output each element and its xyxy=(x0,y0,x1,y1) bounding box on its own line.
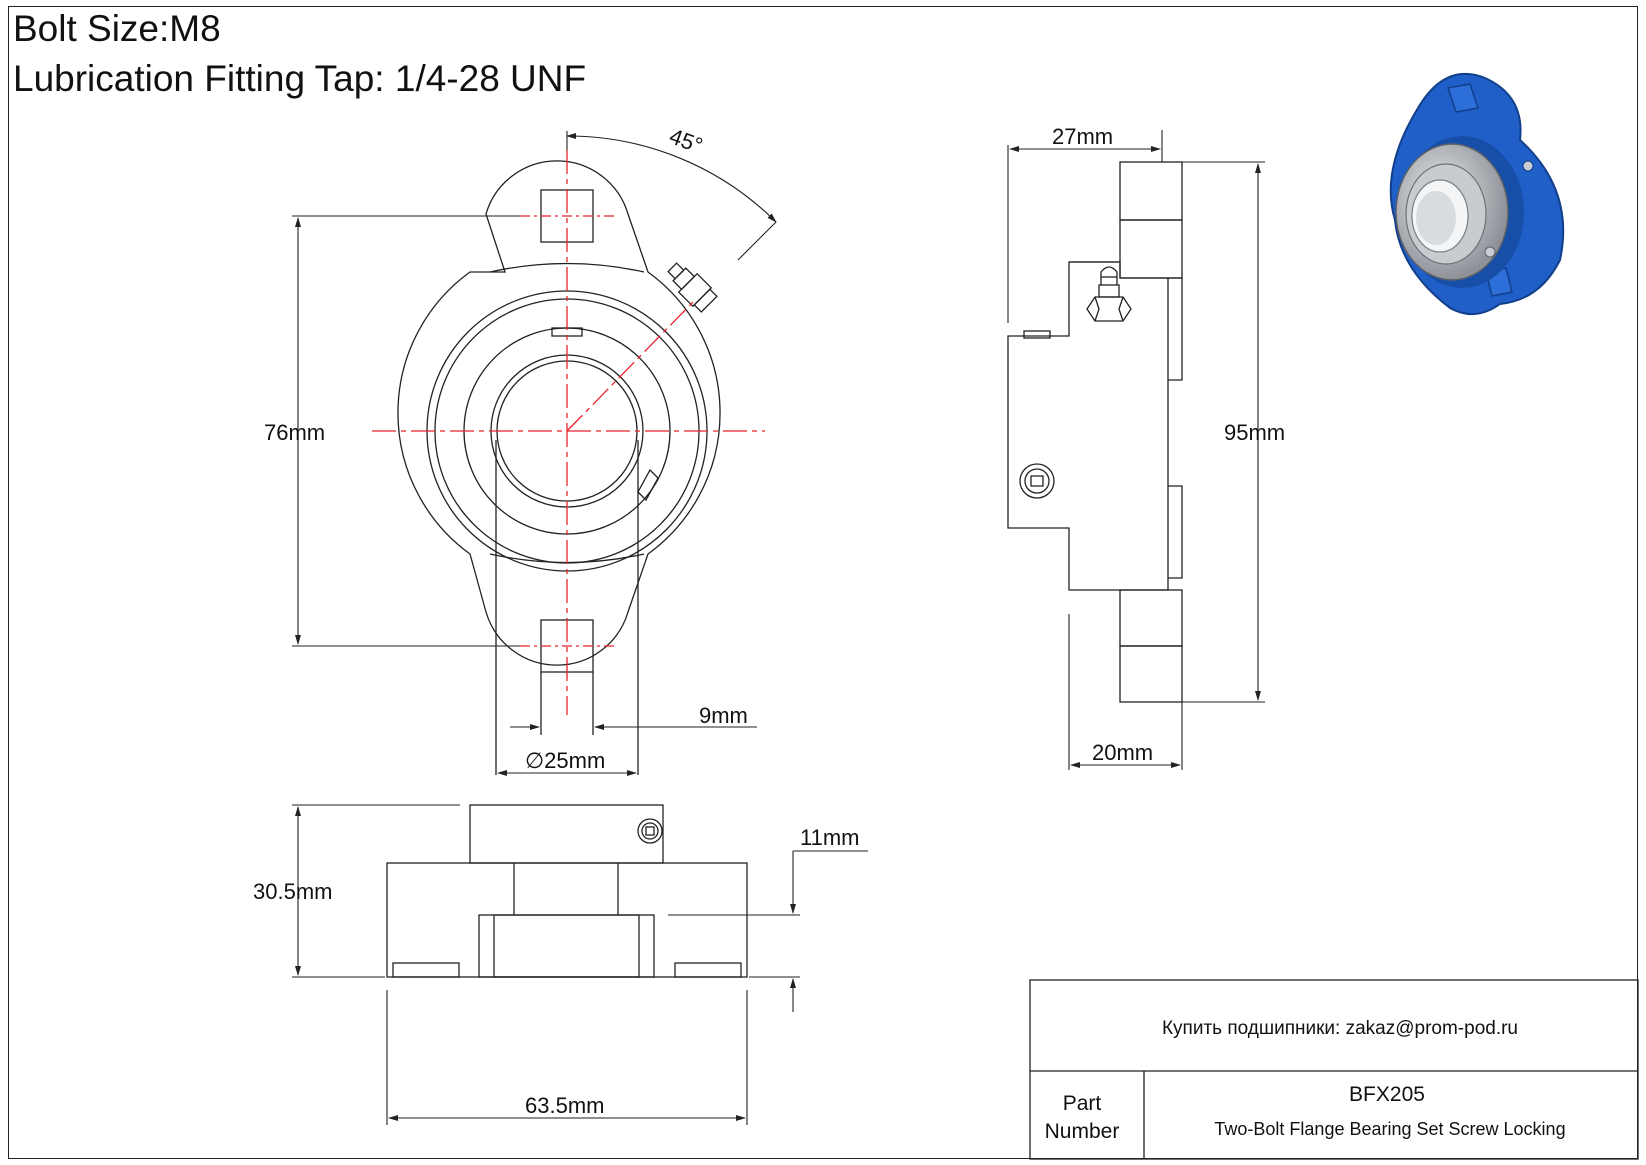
title-part-label-2: Number xyxy=(1045,1120,1120,1143)
dim-63-5mm: 63.5mm xyxy=(525,1093,604,1118)
title-part-number: BFX205 xyxy=(1349,1083,1425,1106)
side-view xyxy=(1007,161,1183,703)
dim-20mm: 20mm xyxy=(1092,740,1153,765)
dim-76mm: 76mm xyxy=(264,420,325,445)
upper-lug-arc xyxy=(489,262,645,273)
title-contact: Купить подшипники: zakaz@prom-pod.ru xyxy=(1162,1018,1518,1039)
bottom-housing xyxy=(386,862,748,978)
bearing-3d-render xyxy=(1389,72,1565,315)
front-housing-outline xyxy=(397,160,721,666)
side-set-screw-head xyxy=(1019,463,1055,499)
lubrication-heading: Lubrication Fitting Tap: 1/4-28 UNF xyxy=(13,58,587,99)
dim-30-5mm: 30.5mm xyxy=(253,879,332,904)
title-description: Two-Bolt Flange Bearing Set Screw Lockin… xyxy=(1214,1119,1565,1139)
side-body-profile xyxy=(1007,261,1183,591)
dim-45deg: 45° xyxy=(666,123,706,158)
front-grease-fitting xyxy=(667,262,718,313)
bottom-collar xyxy=(469,804,664,864)
side-grease-fitting xyxy=(1086,266,1132,322)
side-dimensions xyxy=(1007,130,1265,770)
front-centerlines xyxy=(372,150,765,715)
front-view xyxy=(397,160,721,775)
front-dimensions xyxy=(292,131,777,776)
dim-11mm: 11mm xyxy=(800,825,860,850)
dim-95mm: 95mm xyxy=(1224,420,1285,445)
bottom-dimensions xyxy=(292,804,868,1125)
side-set-screw xyxy=(637,468,659,502)
dim-9mm: 9mm xyxy=(699,703,748,728)
bolt-size-heading: Bolt Size:M8 xyxy=(13,8,221,49)
title-block xyxy=(1029,979,1639,1160)
dim-27mm: 27mm xyxy=(1052,124,1113,149)
dim-25mm: ∅25mm xyxy=(525,748,605,773)
bottom-view xyxy=(386,804,748,978)
drawing-frame xyxy=(8,6,1638,1159)
title-part-label-1: Part xyxy=(1063,1092,1102,1115)
